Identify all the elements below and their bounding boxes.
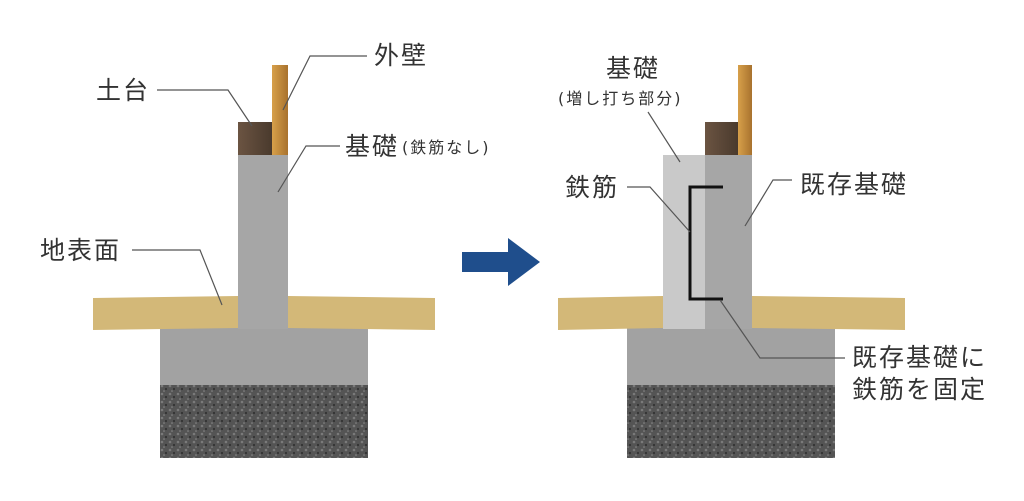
footing	[627, 328, 835, 385]
arrow-right-icon	[462, 238, 540, 286]
added-foundation	[663, 155, 705, 329]
label-fix-note-2: 鉄筋を固定	[852, 375, 987, 404]
outer-wall-post	[272, 65, 288, 155]
label-added-foundation: 基礎	[606, 54, 660, 83]
after-foundation	[558, 65, 905, 458]
sill-beam	[705, 122, 738, 155]
label-rebar: 鉄筋	[565, 173, 619, 202]
leader-lines	[132, 55, 845, 359]
label-fix-note-1: 既存基礎に	[852, 343, 987, 372]
rebar	[688, 185, 723, 301]
ground-soil	[558, 296, 905, 330]
gravel-bed	[627, 384, 835, 458]
label-foundation: 基礎	[345, 132, 399, 161]
before-foundation	[93, 65, 435, 458]
label-ground-surface: 地表面	[40, 236, 121, 265]
outer-wall-post	[738, 65, 752, 155]
existing-foundation	[705, 155, 752, 329]
sill-beam	[238, 122, 272, 155]
foundation-stem	[238, 155, 288, 329]
footing	[160, 328, 368, 385]
label-outer-wall: 外壁	[374, 41, 428, 70]
label-sill: 土台	[96, 76, 150, 105]
gravel-bed	[160, 384, 368, 458]
label-added-foundation-note: (増し打ち部分)	[558, 89, 683, 108]
label-foundation-note: (鉄筋なし)	[402, 138, 491, 157]
label-existing-foundation: 既存基礎	[800, 170, 908, 199]
ground-soil	[93, 296, 435, 330]
